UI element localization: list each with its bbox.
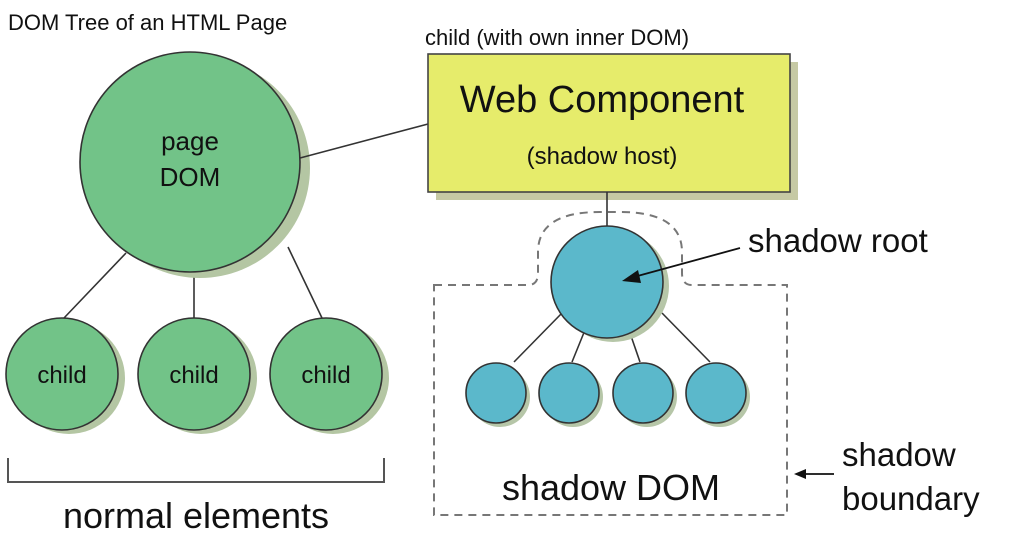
normal-elements-bracket [7,458,385,483]
shadow-root-node-circle [550,225,664,339]
shadow-boundary-arrow-head [794,469,806,479]
shadow-leaf-2-circle [538,362,600,424]
shadow-boundary-arrow [794,469,834,479]
child-node-2-circle [137,317,251,431]
edge-page-to-component [299,123,429,159]
web-component-title: Web Component [460,79,745,121]
edge-page-to-child-3 [287,246,323,319]
shadow-dom-label: shadow DOM [502,467,720,508]
edge-root-to-leaf-2 [571,329,586,363]
child-node-3-circle [269,317,383,431]
page-dom-node-circle [79,51,301,273]
shadow-root-arrow-shaft [633,247,741,278]
page-dom-label-line1: page [161,126,219,156]
shadow-root-arrow [622,247,741,283]
edge-root-to-leaf-1 [513,312,563,363]
shadow-boundary-label-line1: shadow [842,436,956,473]
child-node-2: child [137,317,257,434]
child-node-3: child [269,317,389,434]
web-component-subtitle: (shadow host) [527,143,678,170]
page-dom-node: page DOM [79,51,310,278]
shadow-leaf-4-circle [685,362,747,424]
edge-page-to-child-1 [63,252,127,319]
diagram-title: DOM Tree of an HTML Page [8,10,287,35]
shadow-boundary-label-line2: boundary [842,480,980,517]
shadow-root-label: shadow root [748,222,928,259]
normal-elements-label: normal elements [63,495,329,536]
child-node-1-circle [5,317,119,431]
page-dom-label-line2: DOM [160,162,221,192]
shadow-boundary-outline [433,211,788,516]
web-component-box-rect [427,53,791,193]
shadow-leaf-2 [538,362,603,427]
edge-root-to-leaf-4 [661,312,711,363]
child-node-2-label: child [169,362,218,389]
shadow-root-arrow-head [622,270,641,283]
shadow-leaf-1-circle [465,362,527,424]
web-component-box: Web Component (shadow host) [427,53,798,200]
component-caption: child (with own inner DOM) [425,25,689,50]
shadow-leaf-3-circle [612,362,674,424]
child-node-3-label: child [301,362,350,389]
child-node-1: child [5,317,125,434]
shadow-root-node [550,225,669,342]
shadow-leaf-3 [612,362,677,427]
shadow-leaf-1 [465,362,530,427]
child-node-1-label: child [37,362,86,389]
shadow-leaf-4 [685,362,750,427]
